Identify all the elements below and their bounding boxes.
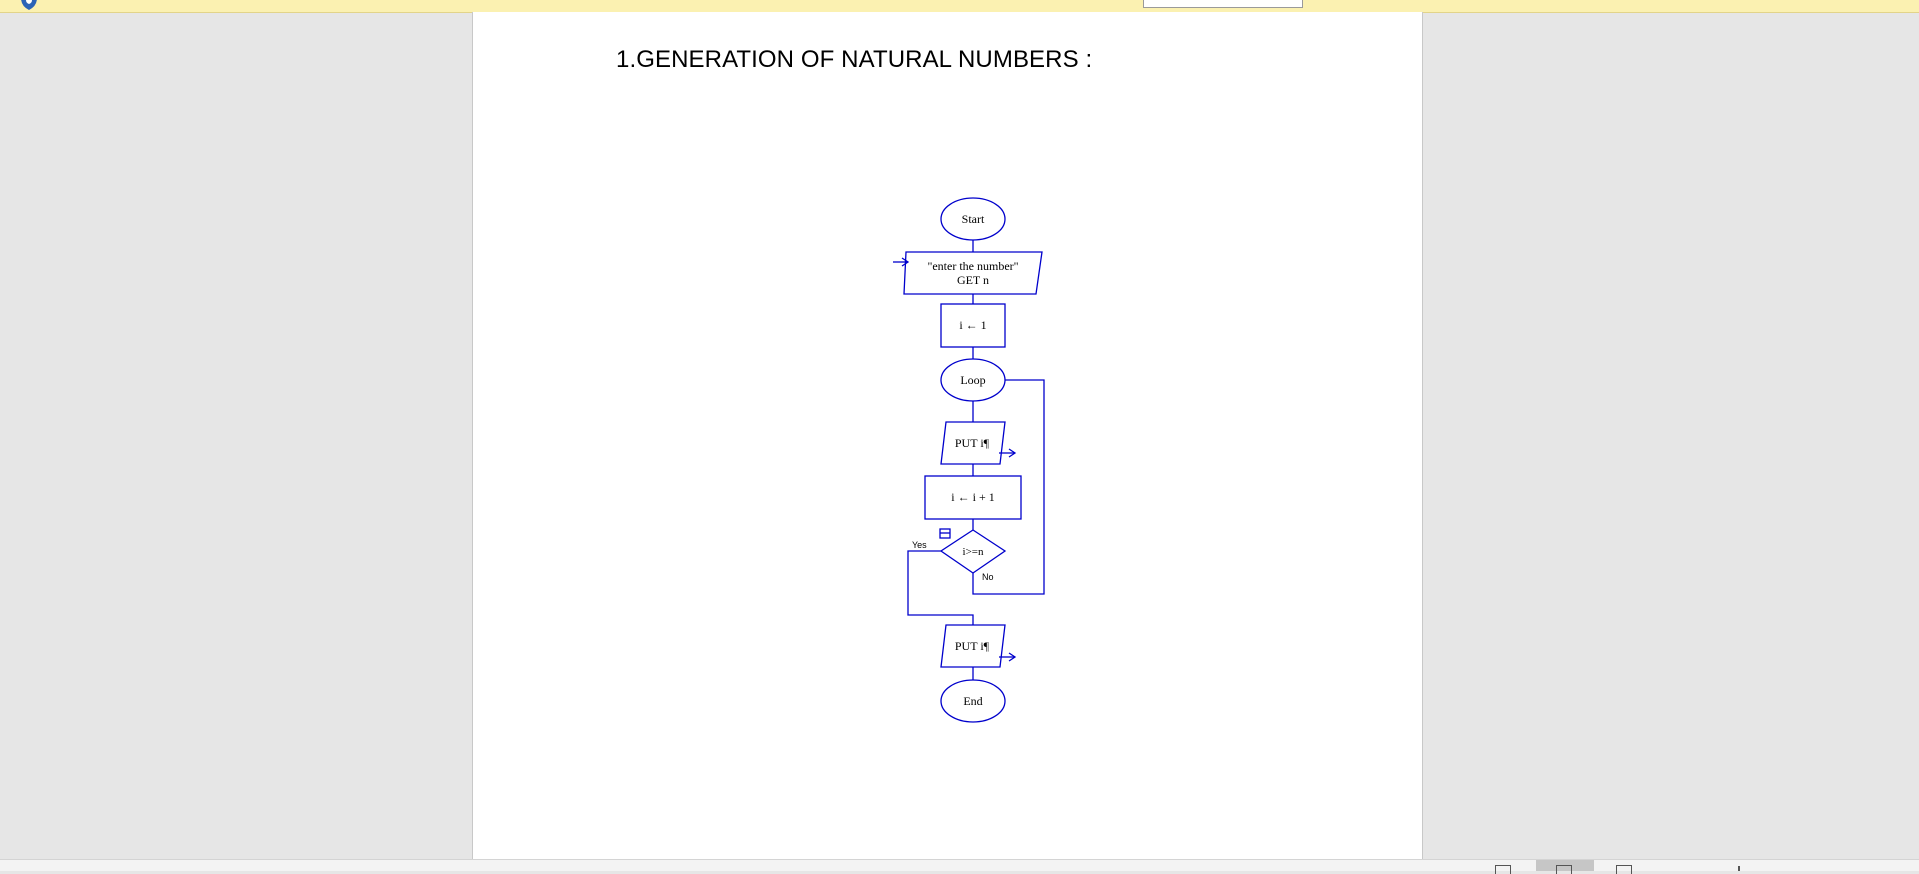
document-heading: 1.GENERATION OF NATURAL NUMBERS : xyxy=(616,46,1093,73)
flowchart-init-process[interactable] xyxy=(940,303,1006,348)
input-arrow-icon xyxy=(893,257,910,267)
flowchart: Start "enter the number" GET n i ← 1 Loo… xyxy=(893,197,1045,723)
view-read-mode-button[interactable] xyxy=(1486,860,1524,874)
flowchart-input-get-label: GET n xyxy=(957,273,989,287)
flowchart-end-label: End xyxy=(963,694,982,708)
flowchart-output-node-1[interactable] xyxy=(940,421,1006,465)
notification-bar-button[interactable] xyxy=(1143,0,1303,8)
flowchart-input-node[interactable] xyxy=(903,251,1043,295)
output-arrow-icon xyxy=(999,448,1017,458)
flowchart-increment-label: i ← i + 1 xyxy=(951,490,994,504)
status-bar xyxy=(0,859,1919,874)
flowchart-output-2-label: PUT i¶ xyxy=(955,639,990,653)
flowchart-connectors xyxy=(907,240,1045,680)
zoom-slider-thumb[interactable] xyxy=(1736,860,1742,871)
flowchart-loop-label: Loop xyxy=(960,373,985,387)
flowchart-decision-label: i>=n xyxy=(963,546,984,558)
flowchart-init-label: i ← 1 xyxy=(959,318,986,332)
flowchart-output-1-label: PUT i¶ xyxy=(955,436,990,450)
flowchart-start-label: Start xyxy=(962,212,985,226)
output-arrow-icon xyxy=(999,652,1017,662)
flowchart-yes-label: Yes xyxy=(912,540,927,550)
document-page: 1.GENERATION OF NATURAL NUMBERS : xyxy=(472,12,1423,859)
flowchart-output-node-2[interactable] xyxy=(940,624,1006,668)
flowchart-no-label: No xyxy=(982,572,994,582)
collapse-icon[interactable] xyxy=(939,528,951,539)
view-web-layout-button[interactable] xyxy=(1604,860,1644,874)
shield-icon xyxy=(21,0,37,10)
view-print-layout-button[interactable] xyxy=(1536,860,1594,874)
flowchart-input-prompt-label: "enter the number" xyxy=(927,259,1018,273)
